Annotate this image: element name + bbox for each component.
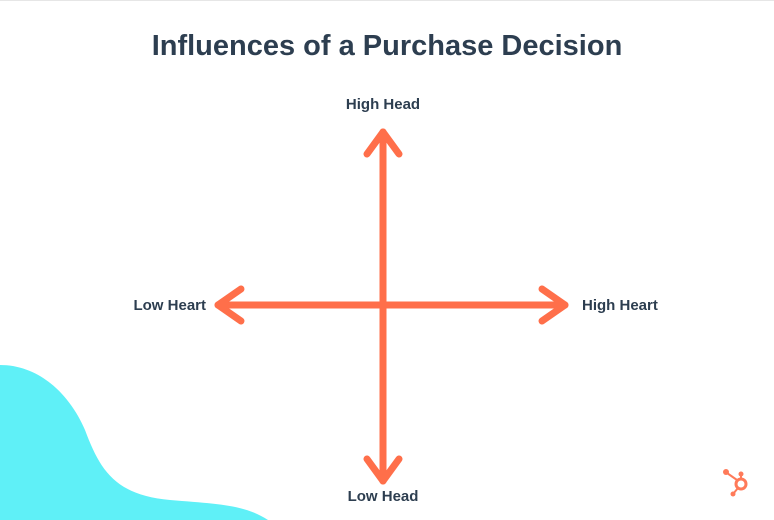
arrowhead-down bbox=[363, 455, 403, 485]
label-high-heart: High Heart bbox=[582, 297, 658, 314]
label-low-heart: Low Heart bbox=[133, 297, 206, 314]
label-high-head: High Head bbox=[345, 96, 421, 113]
hubspot-sprocket-icon bbox=[723, 469, 748, 497]
label-low-head: Low Head bbox=[347, 488, 419, 505]
page-title: Influences of a Purchase Decision bbox=[151, 30, 623, 62]
decorative-blob bbox=[0, 365, 268, 520]
top-divider bbox=[0, 0, 774, 1]
arrowhead-right bbox=[538, 285, 569, 325]
arrowhead-up bbox=[363, 128, 403, 158]
arrowhead-left bbox=[214, 285, 245, 325]
